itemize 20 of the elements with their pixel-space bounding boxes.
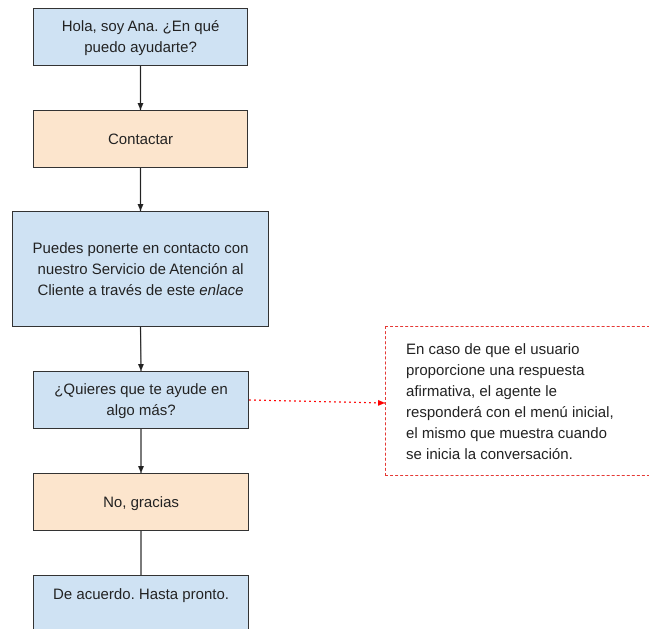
process-box xyxy=(12,211,269,327)
step-text: De acuerdo. Hasta pronto. xyxy=(52,585,230,605)
process-box xyxy=(33,575,249,629)
note-box xyxy=(385,326,649,476)
arrow xyxy=(138,168,144,211)
arrow xyxy=(138,66,144,110)
process-box xyxy=(33,8,248,66)
process-box xyxy=(33,110,248,168)
dotted-arrow xyxy=(248,399,386,406)
arrow xyxy=(138,327,144,371)
step-text: Contactar xyxy=(106,130,174,150)
connector-line xyxy=(140,531,142,575)
process-box xyxy=(33,371,249,429)
step-text: Puedes ponerte en contacto con nuestro Servicio de Atención al Cliente a través de este enlace xyxy=(32,238,250,300)
step-text: Hola, soy Ana. ¿En qué puedo ayudarte? xyxy=(60,17,220,58)
process-box xyxy=(33,473,249,531)
note-text: En caso de que el usuario proporcione una respuesta afirmativa, el agente le responderá con el menú inicial, el mismo que muestra cuando se inicia la conversación. xyxy=(405,340,615,465)
step-text: ¿Quieres que te ayude en algo más? xyxy=(53,380,229,421)
step-text: No, gracias xyxy=(102,492,180,512)
arrow xyxy=(138,429,144,473)
